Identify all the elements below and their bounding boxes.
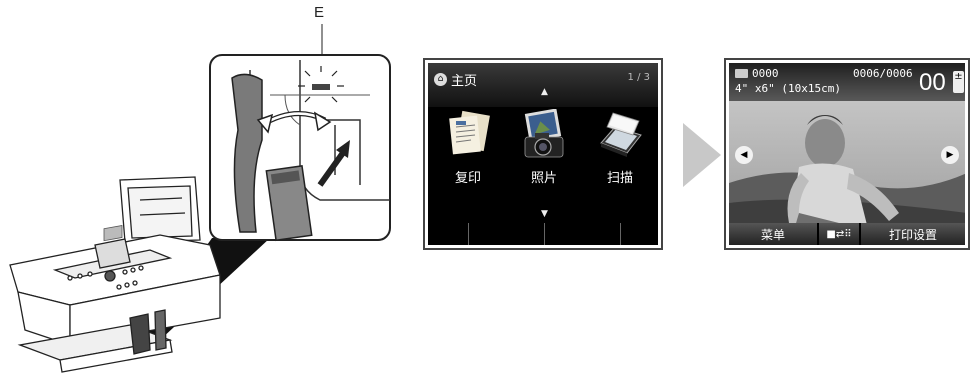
access-lamp-burst [298, 66, 344, 103]
photo-counter: 0006/0006 [853, 67, 913, 80]
printer-illustration: E [0, 0, 400, 379]
photo-info-bar [729, 63, 965, 101]
scanner-icon [600, 112, 642, 157]
next-step-arrow-icon [683, 123, 721, 187]
home-screen-frame: ⌂ 主页 1 / 3 ▲ 复印 [423, 58, 663, 250]
home-header: ⌂ 主页 [434, 70, 477, 89]
card-slot-detail [231, 60, 390, 242]
card-number: 0000 [752, 67, 779, 80]
menu-label-photo: 照片 [530, 171, 557, 186]
previous-photo-button[interactable]: ◀ [735, 146, 753, 164]
function-button-bar: 菜单 ■⇄⠿ 打印设置 [729, 223, 965, 245]
menu-item-scan[interactable]: 扫描 [586, 109, 654, 186]
camera-photo-icon [524, 109, 564, 158]
print-settings-button[interactable]: 打印设置 [861, 223, 965, 245]
scroll-down-arrow-icon[interactable]: ▼ [541, 209, 548, 219]
printer-drawing [9, 24, 391, 373]
memory-card [265, 165, 313, 242]
plus-minus-icon[interactable]: ± [953, 71, 964, 93]
photo-screen-lcd: 0000 4" x6" (10x15cm) 0006/0006 00 ± ◀ ▶… [729, 63, 965, 245]
scroll-up-arrow-icon[interactable]: ▲ [541, 87, 548, 97]
paper-size-label: 4" x6" (10x15cm) [735, 82, 841, 95]
divider-line [468, 223, 469, 245]
insert-card-arrow [317, 148, 348, 187]
page-indicator: 1 / 3 [627, 72, 650, 83]
memory-card-icon [735, 69, 748, 78]
slot-cover-flap [231, 73, 263, 233]
next-photo-button[interactable]: ▶ [941, 146, 959, 164]
menu-label-scan: 扫描 [606, 171, 633, 186]
divider-line [620, 223, 621, 245]
card-info: 0000 [735, 67, 779, 80]
home-title: 主页 [451, 74, 478, 89]
copies-count: 00 [919, 69, 946, 96]
home-screen-lcd: ⌂ 主页 1 / 3 ▲ 复印 [428, 63, 658, 245]
menu-item-photo[interactable]: 照片 [510, 109, 578, 186]
divider-line [544, 223, 545, 245]
copy-document-icon [449, 110, 490, 155]
menu-item-copy[interactable]: 复印 [434, 109, 502, 186]
printer-body [9, 176, 221, 373]
display-mode-toggle[interactable]: ■⇄⠿ [819, 223, 859, 245]
photo-screen-frame: 0000 4" x6" (10x15cm) 0006/0006 00 ± ◀ ▶… [724, 58, 970, 250]
callout-label-e: E [314, 4, 325, 21]
home-icon[interactable]: ⌂ [434, 73, 447, 86]
menu-label-copy: 复印 [454, 171, 481, 186]
menu-button[interactable]: 菜单 [729, 223, 817, 245]
